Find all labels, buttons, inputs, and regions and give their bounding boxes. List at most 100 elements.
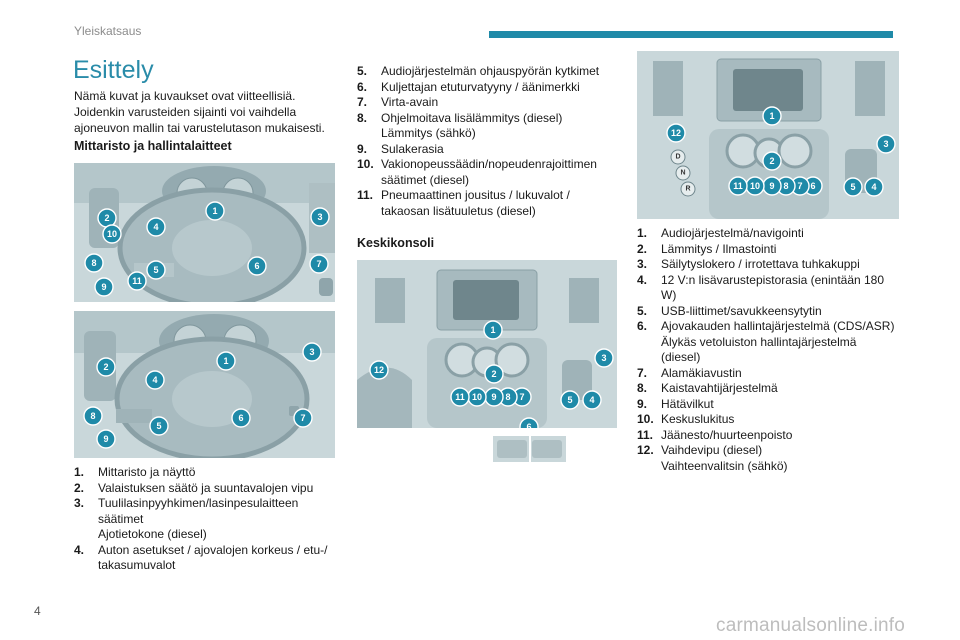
svg-text:1: 1 <box>223 356 228 366</box>
badge: 1 <box>216 351 236 371</box>
badge-layer-2: 1 2 3 4 5 6 7 8 9 <box>83 342 322 449</box>
svg-text:2: 2 <box>491 369 496 379</box>
badge: 12 <box>369 360 389 380</box>
list-item: 10.Keskuslukitus <box>637 412 735 426</box>
list-item: 8.Kaistavahtijärjestelmä <box>637 381 778 395</box>
list-item: 7.Alamäkiavustin <box>637 365 742 380</box>
badge: 11 <box>127 271 147 291</box>
badge: 2 <box>762 151 782 171</box>
badge: 9 <box>484 387 504 407</box>
svg-text:11: 11 <box>733 181 743 191</box>
section-heading-dashboard: Mittaristo ja hallintalaitteet <box>74 139 232 153</box>
list-item: 8.Ohjelmoitava lisälämmitys (diesel)Lämm… <box>357 110 563 141</box>
dashboard-list-part2: 5.Audiojärjestelmän ohjauspyörän kytkime… <box>357 64 607 219</box>
list-item: 1.Mittaristo ja näyttö <box>74 465 196 479</box>
gear-button-label-d: D <box>675 154 680 161</box>
list-item: 3.Säilytyslokero / irrotettava tuhkakupp… <box>637 257 860 271</box>
list-item: 6.Ajovakauden hallintajärjestelmä (CDS/A… <box>637 319 895 364</box>
svg-text:12: 12 <box>671 128 681 138</box>
svg-text:2: 2 <box>104 213 109 223</box>
list-item: 9.Sulakerasia <box>357 141 444 156</box>
list-item: 12.Vaihdevipu (diesel)Vaihteenvalitsin (… <box>637 443 788 473</box>
svg-text:7: 7 <box>316 259 321 269</box>
badge: 1 <box>483 320 503 340</box>
svg-text:6: 6 <box>254 261 259 271</box>
console-list: 1.Audiojärjestelmä/navigointi 2.Lämmitys… <box>637 226 899 474</box>
running-header: Yleiskatsaus <box>74 24 142 38</box>
badge: 9 <box>94 277 114 297</box>
list-item: 5.USB-liittimet/savukkeensytytin <box>637 303 822 318</box>
badge: 3 <box>302 342 322 362</box>
svg-text:1: 1 <box>769 111 774 121</box>
badge: 8 <box>776 176 796 196</box>
badge: 11 <box>450 387 470 407</box>
list-item: 7.Virta-avain <box>357 95 439 109</box>
badge: 10 <box>745 176 765 196</box>
svg-text:11: 11 <box>132 276 142 286</box>
section-heading-console: Keskikonsoli <box>357 236 435 250</box>
svg-text:6: 6 <box>526 422 531 428</box>
badge: 8 <box>498 387 518 407</box>
svg-text:8: 8 <box>505 392 510 402</box>
badge: 12 <box>666 123 686 143</box>
badge: 2 <box>484 364 504 384</box>
list-item: 10.Vakionopeussäädin/nopeudenrajoittimen… <box>357 157 597 187</box>
badge: 10 <box>102 224 122 244</box>
svg-text:3: 3 <box>883 139 888 149</box>
badge: 7 <box>309 254 329 274</box>
page-title: Esittely <box>73 56 154 84</box>
svg-text:10: 10 <box>472 392 482 402</box>
svg-text:7: 7 <box>797 181 802 191</box>
svg-text:7: 7 <box>300 413 305 423</box>
badge: 4 <box>145 370 165 390</box>
badge: 3 <box>594 348 614 368</box>
badge: 1 <box>762 106 782 126</box>
badge: 3 <box>310 207 330 227</box>
svg-text:8: 8 <box>91 258 96 268</box>
badge: 6 <box>231 408 251 428</box>
svg-text:8: 8 <box>90 411 95 421</box>
badge: 2 <box>96 357 116 377</box>
svg-text:5: 5 <box>567 395 572 405</box>
svg-text:5: 5 <box>156 421 161 431</box>
svg-text:4: 4 <box>153 222 158 232</box>
badge: 4 <box>582 390 602 410</box>
badge: 4 <box>146 217 166 237</box>
list-item: 6.Kuljettajan etuturvatyyny / äänimerkki <box>357 79 580 94</box>
svg-text:3: 3 <box>309 347 314 357</box>
console-illustration-2: D N R 1 2 3 4 5 6 7 8 9 10 11 12 <box>637 51 899 219</box>
list-item: 2.Lämmitys / Ilmastointi <box>637 241 777 256</box>
badge: 1 <box>205 201 225 221</box>
svg-text:8: 8 <box>783 181 788 191</box>
badge: 11 <box>728 176 748 196</box>
header-bar <box>489 31 893 38</box>
svg-text:1: 1 <box>212 206 217 216</box>
svg-text:9: 9 <box>103 434 108 444</box>
badge: 4 <box>864 177 884 197</box>
dashboard-illustration-1: 1 2 3 4 5 6 7 8 9 10 11 <box>74 163 335 302</box>
badge: 3 <box>876 134 896 154</box>
list-item: 1.Audiojärjestelmä/navigointi <box>637 226 804 240</box>
svg-text:2: 2 <box>103 362 108 372</box>
console-button-detail <box>493 436 566 462</box>
list-item: 4.Auton asetukset / ajovalojen korkeus /… <box>74 542 328 573</box>
list-item: 2.Valaistuksen säätö ja suuntavalojen vi… <box>74 480 314 495</box>
badge: 10 <box>467 387 487 407</box>
badge: 5 <box>149 416 169 436</box>
badge: 8 <box>84 253 104 273</box>
badge-layer-4: 1 2 3 4 5 6 7 8 9 10 11 12 <box>666 106 896 197</box>
svg-text:9: 9 <box>101 282 106 292</box>
svg-text:10: 10 <box>107 229 117 239</box>
svg-text:9: 9 <box>491 392 496 402</box>
list-item: 3.Tuulilasinpyyhkimen/lasinpesulaitteen … <box>74 496 299 541</box>
svg-text:4: 4 <box>589 395 594 405</box>
dashboard-illustration-2: 1 2 3 4 5 6 7 8 9 <box>74 311 335 458</box>
list-item: 11.Pneumaattinen jousitus / lukuvalot / … <box>357 188 570 218</box>
watermark: carmanualsonline.info <box>716 615 906 636</box>
console-illustration-1: 1 2 3 4 5 6 7 8 9 10 11 12 <box>357 260 617 428</box>
svg-text:1: 1 <box>490 325 495 335</box>
list-item: 11.Jäänesto/huurteenpoisto <box>637 427 793 442</box>
badge: 9 <box>762 176 782 196</box>
list-item: 5.Audiojärjestelmän ohjauspyörän kytkime… <box>357 64 600 78</box>
list-item: 4.12 V:n lisävarustepistorasia (enintään… <box>637 272 885 303</box>
